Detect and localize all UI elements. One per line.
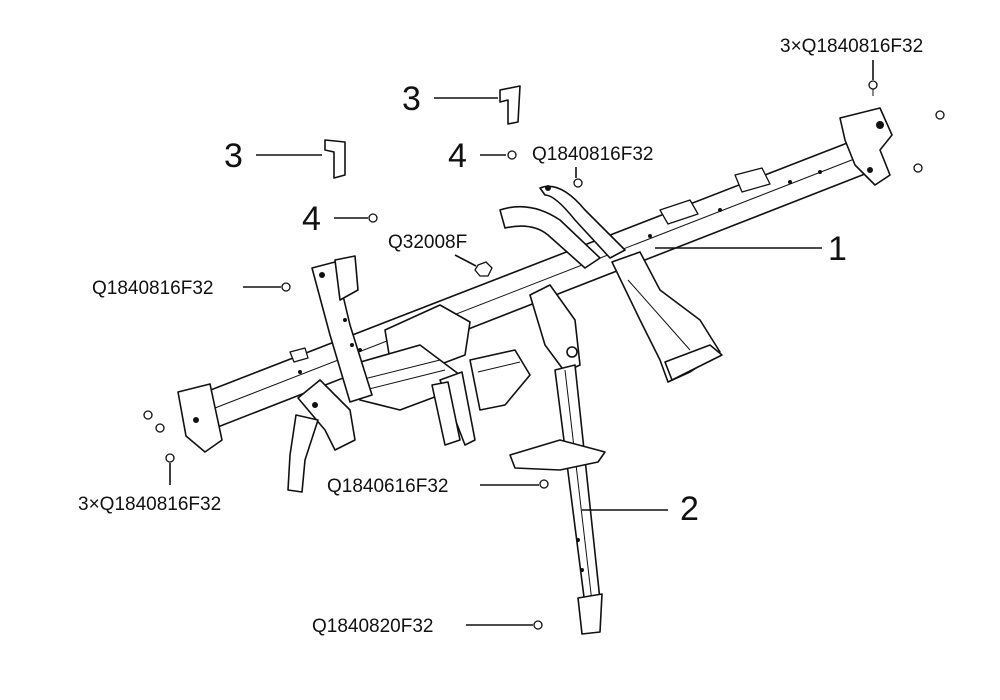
left-side-bracket <box>311 255 373 403</box>
bolt-icon <box>539 479 549 489</box>
nut-icon <box>474 261 493 277</box>
bolt-icon <box>573 178 583 188</box>
bolt-icon <box>913 163 923 173</box>
fastener-label-bottom-left: 3×Q1840816F32 <box>78 494 221 515</box>
center-floor-bracket <box>431 371 476 446</box>
bolt-icon <box>143 410 153 420</box>
part-number-1: 1 <box>828 230 847 268</box>
bolt-icon <box>533 620 543 630</box>
part-number-4-upper: 4 <box>448 137 467 175</box>
fastener-icons <box>143 80 945 630</box>
fastener-label-upper-center: Q1840816F32 <box>532 144 654 165</box>
steering-column-support <box>349 304 531 411</box>
fastener-label-nut: Q32008F <box>388 232 467 253</box>
bolt-icon <box>155 423 165 433</box>
fastener-label-bottom: Q1840820F32 <box>312 616 434 637</box>
leader-lines <box>169 60 874 626</box>
fastener-label-left: Q1840816F32 <box>92 278 214 299</box>
fastener-label-top-right: 3×Q1840816F32 <box>780 36 923 57</box>
bolt-icon <box>935 110 945 120</box>
bracket-piece-upper <box>499 85 521 125</box>
bolt-icon <box>165 453 175 463</box>
upper-arched-bracket <box>499 185 626 269</box>
bolt-icon <box>281 282 291 292</box>
right-hanging-bracket <box>611 251 723 383</box>
bolt-icon <box>868 80 878 96</box>
part-number-3-upper: 3 <box>402 80 421 118</box>
part-number-4-lower: 4 <box>302 200 321 238</box>
fastener-label-center: Q1840616F32 <box>327 476 449 497</box>
vertical-support-strut <box>509 364 606 635</box>
bracket-piece-left <box>324 139 346 179</box>
part-number-3-left: 3 <box>224 137 243 175</box>
part-number-2: 2 <box>680 490 699 528</box>
bolt-icon <box>368 213 378 223</box>
beam-clips <box>289 167 771 363</box>
bolt-icon <box>507 150 517 160</box>
left-lower-bracket <box>287 379 356 493</box>
center-plate <box>529 284 581 373</box>
